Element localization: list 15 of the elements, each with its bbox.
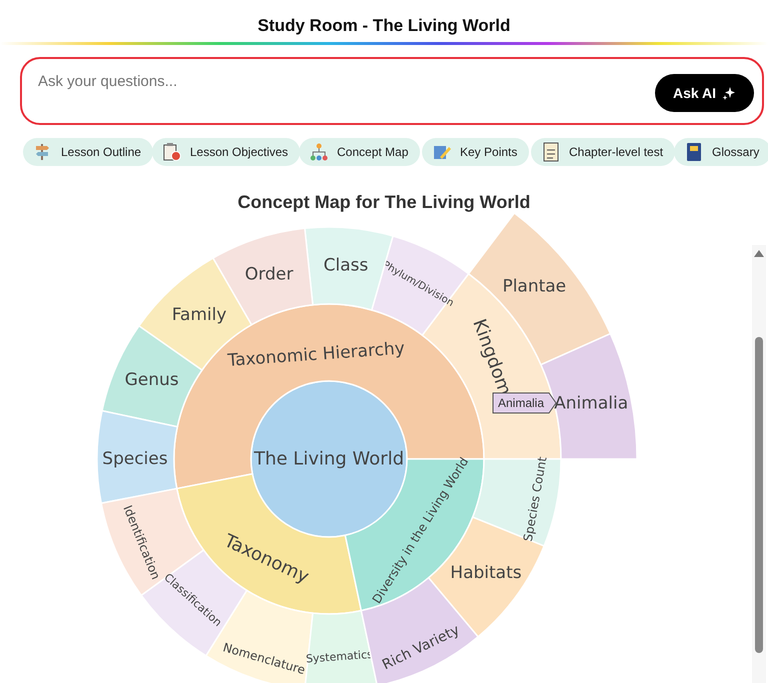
sunburst-segment: Genus (101, 325, 203, 428)
tab: Concept Map (299, 138, 420, 166)
tab: Lesson Outline (23, 138, 154, 166)
sunburst-segment: Systematics (304, 610, 378, 683)
tab: Glossary (674, 138, 768, 166)
placeholder-text: Ask your questions... (38, 73, 178, 90)
tab: Key Points (422, 138, 530, 166)
tab: Lesson Objectives (152, 138, 300, 166)
center-circle: The Living World (250, 380, 408, 538)
tab: Chapter-level test (531, 138, 676, 166)
page-title: Study Room - The Living World (256, 16, 512, 36)
chart-title: Concept Map for The Living World (236, 192, 532, 213)
sunburst-segment: Species (96, 410, 178, 504)
ask-button: Ask AI (655, 74, 754, 112)
sunburst-segment: Species Count (472, 456, 562, 547)
